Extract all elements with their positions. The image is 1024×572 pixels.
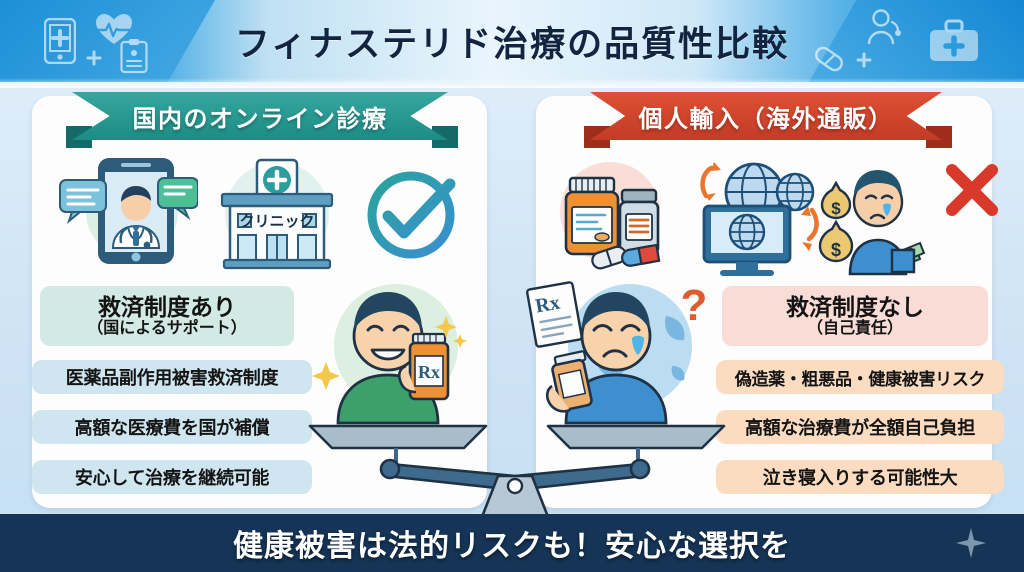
left-header-title: 救済制度あり	[98, 293, 236, 320]
left-item-2: 高額な医療費を国が補償	[32, 410, 312, 444]
left-bottle-label: Rx	[418, 362, 440, 382]
svg-text:$: $	[831, 199, 841, 218]
left-ribbon-tail-right	[432, 126, 458, 148]
header-fade	[0, 78, 1024, 88]
right-item-3-text: 泣き寝入りする可能性大	[762, 468, 958, 488]
right-item-1: 偽造薬・粗悪品・健康被害リスク	[716, 360, 1004, 394]
footer-banner: 健康被害は法的リスクも！安心な選択を	[0, 514, 1024, 572]
svg-text:$: $	[831, 240, 841, 260]
red-x-icon	[944, 162, 1000, 218]
left-item-3: 安心して治療を継続可能	[32, 460, 312, 494]
header-banner: フィナステリド治療の品質性比較	[0, 0, 1024, 82]
right-item-2: 高額な治療費が全額自己負担	[716, 410, 1004, 444]
left-ribbon	[72, 92, 448, 140]
phone-medical-icon	[44, 18, 76, 64]
page-title: フィナステリド治療の品質性比較	[234, 24, 790, 64]
right-header-title: 救済制度なし	[786, 293, 924, 320]
right-item-1-text: 偽造薬・粗悪品・健康被害リスク	[734, 369, 986, 389]
left-ribbon-label: 国内のオンライン診療	[132, 105, 388, 133]
plus-icon	[86, 50, 102, 66]
clinic-sign-text: クリニック	[239, 213, 314, 230]
right-header-pill: 救済制度なし （自己責任）	[722, 286, 988, 346]
globe-computer-icon	[692, 148, 828, 278]
question-mark: ?	[681, 281, 708, 330]
doctor-person-icon	[866, 8, 902, 48]
left-item-2-text: 高額な医療費を国が補償	[74, 418, 270, 438]
left-header-subtitle: （国によるサポート）	[87, 319, 247, 337]
medical-bag-icon	[928, 18, 980, 64]
left-item-1: 医薬品副作用被害救済制度	[32, 360, 312, 394]
clinic-building-icon: クリニック	[212, 152, 342, 277]
right-header-subtitle: （自己責任）	[806, 319, 903, 337]
right-ribbon-label: 個人輸入（海外通販）	[638, 105, 894, 133]
check-circle-icon	[358, 162, 464, 268]
balance-scale: Rx Rx ?	[300, 258, 730, 543]
left-item-3-text: 安心して治療を継続可能	[74, 468, 270, 488]
clipboard-icon	[120, 38, 148, 74]
right-item-3: 泣き寝入りする可能性大	[716, 460, 1004, 494]
footer-text: 健康被害は法的リスクも！安心な選択を	[233, 530, 791, 563]
smartphone-doctor-icon	[58, 150, 198, 270]
heart-pulse-icon	[94, 12, 134, 46]
money-crying-person-icon: $ $	[812, 150, 934, 278]
right-ribbon-tail-right	[926, 126, 952, 148]
left-item-1-text: 医薬品副作用被害救済制度	[65, 368, 279, 388]
right-item-2-text: 高額な治療費が全額自己負担	[744, 418, 976, 438]
right-paper-label: Rx	[534, 292, 562, 318]
right-ribbon	[590, 92, 942, 140]
capsule-icon	[812, 44, 846, 74]
pill-bottles-icon	[548, 152, 676, 274]
left-header-pill: 救済制度あり （国によるサポート）	[40, 286, 294, 346]
plus-icon	[856, 52, 872, 68]
